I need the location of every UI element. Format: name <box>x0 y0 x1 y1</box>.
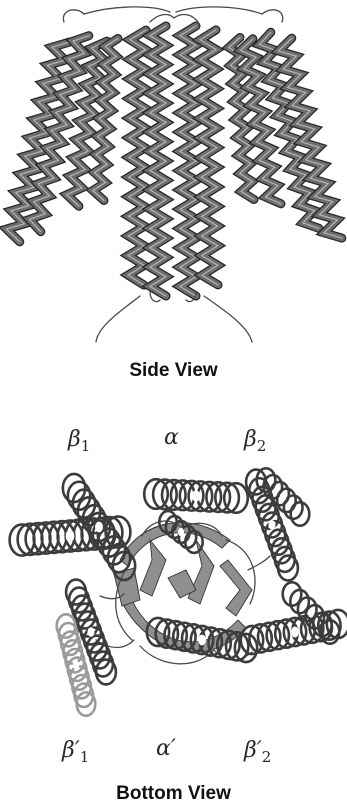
coil-alpha-a <box>144 479 248 513</box>
label-alpha-prime: α′ <box>156 736 176 761</box>
side-view-bottom-loops <box>96 292 252 342</box>
helix-center-mid-left <box>150 26 166 296</box>
side-view-title: Side View <box>129 360 218 381</box>
label-beta2: β2 <box>243 427 266 455</box>
side-view-top-loops <box>63 7 282 22</box>
coil-alpha-b <box>159 511 202 553</box>
bottom-view-title: Bottom View <box>116 783 231 804</box>
coil-beta1-b <box>63 474 135 580</box>
label-beta2-prime: β′2 <box>243 738 271 766</box>
label-alpha: α <box>164 425 179 450</box>
label-beta1-prime: β′1 <box>61 738 89 766</box>
side-view-helix-bundle <box>7 26 342 296</box>
label-beta1: β1 <box>67 427 90 455</box>
bottom-view-panel: β1 α β2 <box>10 425 347 804</box>
helix-center-right <box>200 30 218 285</box>
side-view-panel: Side View <box>7 7 342 381</box>
